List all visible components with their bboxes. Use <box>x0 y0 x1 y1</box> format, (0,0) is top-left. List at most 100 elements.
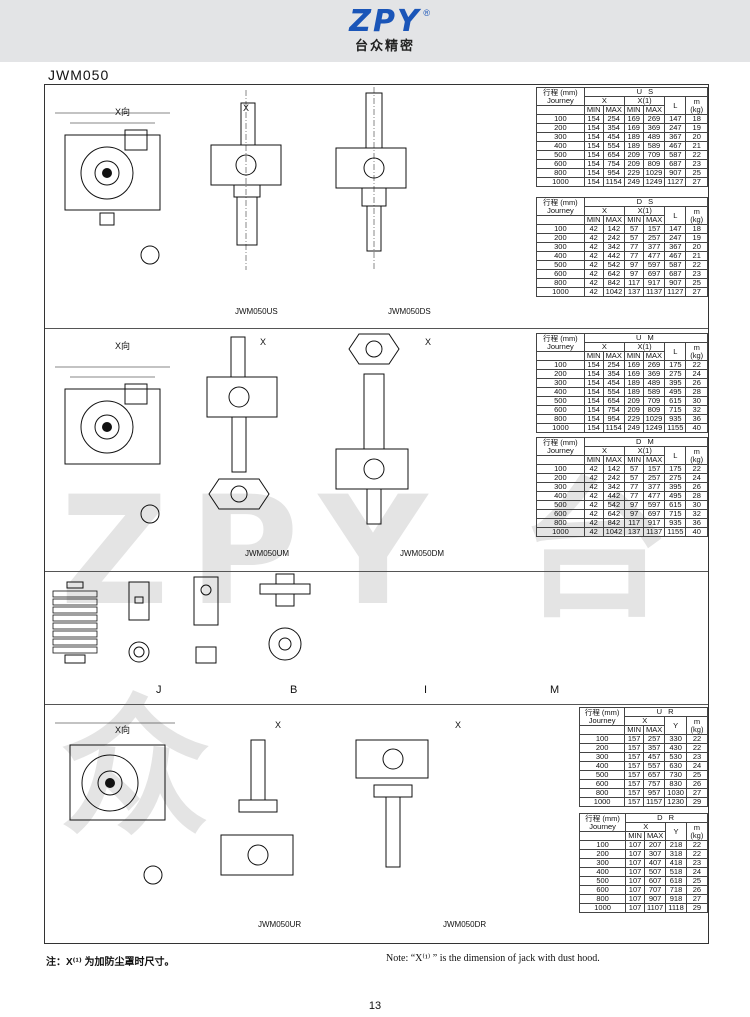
registered-mark: ® <box>423 8 430 18</box>
col-l: L <box>664 96 687 115</box>
table-cell: 1000 <box>536 287 585 297</box>
row-um-dm: X向 X X JWM050UM <box>45 329 709 572</box>
table-cell: 1230 <box>664 797 687 807</box>
end-b-drawing <box>128 581 150 663</box>
table-title: D R <box>625 813 708 823</box>
page-header: ZPY ® 台众精密 <box>0 0 750 62</box>
table-cell: 154 <box>583 423 604 433</box>
col-mass: m (kg) <box>685 206 708 225</box>
table-cell: 154 <box>583 177 604 187</box>
table-cell: 249 <box>623 423 644 433</box>
caption-dr: JWM050DR <box>443 920 487 929</box>
col-stroke: 行程 (mm) Journey <box>536 437 585 456</box>
x-direction-label: X向 <box>115 341 131 351</box>
table-cell: 1042 <box>602 287 626 297</box>
table-cell: 40 <box>685 423 708 433</box>
table-cell: 1042 <box>602 527 626 537</box>
table-cell: 42 <box>583 287 604 297</box>
col-mass: m (kg) <box>685 822 709 841</box>
col-y: Y <box>665 822 687 841</box>
x-direction-label: X向 <box>115 725 131 735</box>
table-cell: 137 <box>624 287 644 297</box>
table-cell: 29 <box>685 797 709 807</box>
table-cell: 107 <box>625 903 645 913</box>
label-m: M <box>550 684 560 696</box>
gearbox-front-view <box>55 366 170 524</box>
col-l: L <box>664 446 687 465</box>
table-cell: 1127 <box>664 287 687 297</box>
col-stroke: 行程 (mm) Journey <box>578 707 626 726</box>
table-cell: 1000 <box>578 797 626 807</box>
table-cell: 1137 <box>642 287 666 297</box>
col-mass: m (kg) <box>685 96 708 115</box>
model-title: JWM050 <box>48 67 110 83</box>
caption-us: JWM050US <box>235 307 278 316</box>
table-cell: 1107 <box>643 903 667 913</box>
table-cell: 1118 <box>665 903 687 913</box>
caption-dm: JWM050DM <box>400 549 445 558</box>
x-arrow-label: X <box>260 337 267 347</box>
table-cell: 1155 <box>664 423 687 433</box>
col-stroke: 行程 (mm) Journey <box>536 197 585 216</box>
jack-dm-drawing <box>335 333 409 525</box>
jack-us-drawing <box>210 90 282 270</box>
col-stroke: 行程 (mm) Journey <box>536 333 585 352</box>
logo-text: ZPY <box>349 4 421 39</box>
x-arrow-label: X <box>275 720 282 730</box>
flange-m-drawing <box>259 573 311 661</box>
x-arrow-label: X <box>243 103 250 113</box>
table-cell: 137 <box>624 527 644 537</box>
table-cell: 1127 <box>664 177 687 187</box>
label-b: B <box>290 684 298 696</box>
table-cell: 1155 <box>664 527 687 537</box>
bellows-j-drawing <box>52 581 98 664</box>
row-ur-dr: X向 X X JWM050UR JWM050DR 行程 (mm) Journey <box>45 705 709 943</box>
x-arrow-label: X <box>425 337 432 347</box>
note-chinese: 注：X⁽¹⁾ 为加防尘罩时尺寸。 <box>46 957 175 968</box>
jack-ds-drawing <box>335 87 407 270</box>
page-number: 13 <box>368 1000 382 1012</box>
company-name: 台众精密 <box>354 38 415 53</box>
row-us-ds: X向 X JWM050US <box>45 85 709 329</box>
x-direction-label: X向 <box>115 107 131 117</box>
col-mass: m (kg) <box>685 342 708 361</box>
table-cell: 27 <box>685 177 708 187</box>
col-mass: m (kg) <box>685 716 709 735</box>
table-cell: 157 <box>624 797 645 807</box>
brand-logo: ZPY ® 台众精密 <box>330 6 440 60</box>
gearbox-front-view <box>55 722 175 885</box>
table-cell: 249 <box>623 177 644 187</box>
row-accessories: J B I M <box>45 572 708 705</box>
table-cell: 1000 <box>536 177 585 187</box>
drawing-frame: X向 X JWM050US <box>44 84 709 944</box>
col-stroke: 行程 (mm) Journey <box>536 87 585 106</box>
col-l: L <box>664 342 687 361</box>
table-cell: 40 <box>685 527 708 537</box>
col-stroke: 行程 (mm) Journey <box>578 813 627 832</box>
table-cell: 1000 <box>536 423 585 433</box>
caption-um: JWM050UM <box>245 549 290 558</box>
